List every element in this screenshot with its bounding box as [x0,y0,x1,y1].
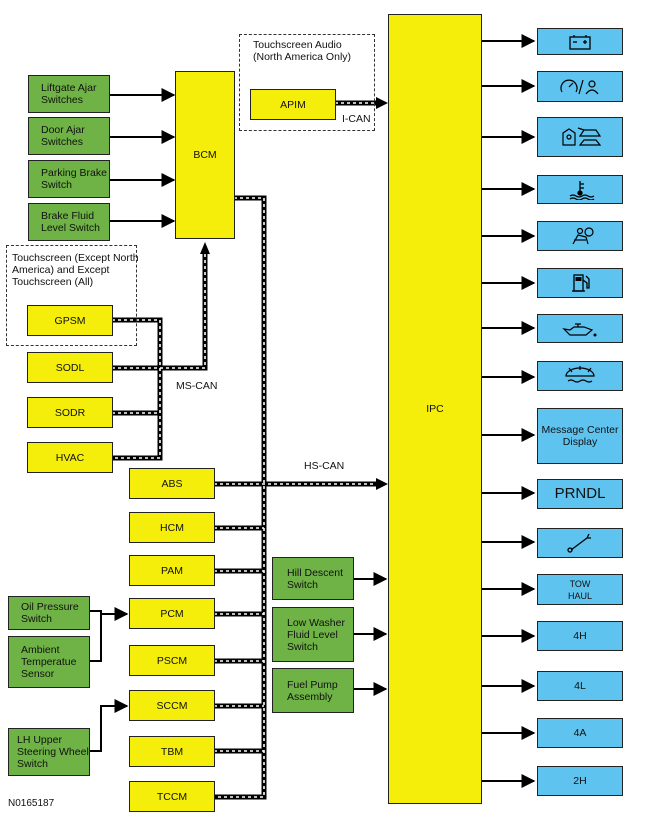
message-center-display: Message Center Display [537,408,623,464]
bcm-module: BCM [175,71,235,239]
wrench-icon [567,533,591,553]
low-washer-fluid-level-switch: Low Washer Fluid Level Switch [272,607,354,662]
reference-number: N0165187 [8,798,55,809]
airbag-indicator [537,221,623,251]
oil-pressure-switch: Oil Pressure Switch [8,596,90,630]
coolant-temp-indicator [537,175,623,204]
brake-fluid-level-switch: Brake Fluid Level Switch [28,203,110,241]
tbm-module: TBM [129,736,215,767]
coolant-temp-icon [569,180,595,200]
hvac-module: HVAC [27,442,113,473]
ipc-module: IPC [388,14,482,804]
door-ajar-indicator [537,117,623,157]
door-ajar-switches: Door Ajar Switches [28,117,110,155]
apim-group-border [239,34,375,131]
liftgate-ajar-switches: Liftgate Ajar Switches [28,75,110,113]
pam-module: PAM [129,555,215,586]
door-ajar-icon [562,127,602,146]
ms-can-label: MS-CAN [176,380,218,392]
lh-upper-steering-wheel-switch: LH Upper Steering Wheel Switch [8,728,90,776]
abs-module: ABS [129,468,215,499]
parking-brake-switch: Parking Brake Switch [28,160,110,198]
gpsm-group-label: Touchscreen (Except North America) and E… [12,252,139,288]
battery-icon [569,34,591,50]
2h-indicator: 2H [537,766,623,796]
hill-descent-switch: Hill Descent Switch [272,557,354,600]
speed-control-indicator [537,71,623,102]
tccm-module: TCCM [129,781,215,812]
gpsm-module: GPSM [27,305,113,336]
pcm-module: PCM [129,598,215,629]
prndl-indicator: PRNDL [537,479,623,509]
airbag-icon [572,227,594,245]
hcm-module: HCM [129,512,215,543]
speed-control-icon [560,79,599,94]
sodr-module: SODR [27,397,113,428]
sodl-module: SODL [27,352,113,383]
battery-indicator [537,28,623,55]
washer-fluid-indicator [537,361,623,391]
i-can-label: I-CAN [342,113,371,125]
sccm-module: SCCM [129,690,215,721]
tow-haul-indicator: TOW HAUL [537,574,623,605]
4a-indicator: 4A [537,718,623,748]
wrench-indicator [537,528,623,558]
hs-can-label: HS-CAN [304,460,345,472]
oil-pressure-icon [562,322,597,336]
apim-group-label: Touchscreen Audio (North America Only) [253,39,352,63]
fuel-icon [572,274,590,292]
apim-module: APIM [250,89,336,120]
gpsm-group-border [6,245,137,346]
4l-indicator: 4L [537,671,623,701]
washer-fluid-icon [565,366,595,383]
fuel-pump-assembly: Fuel Pump Assembly [272,668,354,713]
pscm-module: PSCM [129,645,215,676]
oil-pressure-indicator [537,314,623,343]
4h-indicator: 4H [537,621,623,651]
fuel-indicator [537,268,623,298]
ambient-temperature-sensor: Ambient Temperatue Sensor [8,636,90,688]
